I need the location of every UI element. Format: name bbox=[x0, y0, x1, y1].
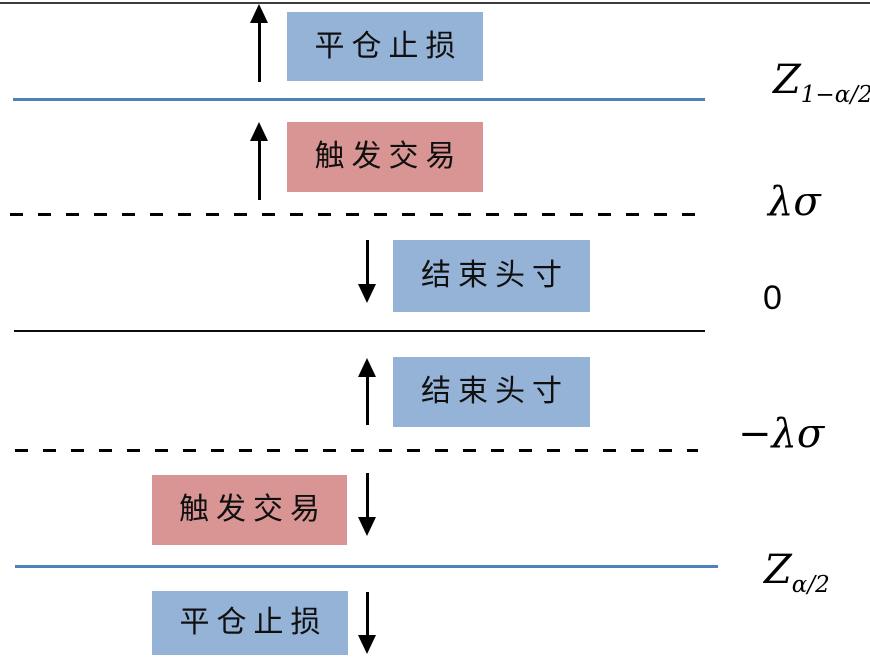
arrow-head bbox=[250, 122, 268, 141]
upper-lambda-sigma-dashed-line bbox=[10, 213, 702, 216]
arrow-head bbox=[358, 284, 376, 303]
lower-lambda-sigma-dashed-line bbox=[15, 449, 698, 452]
z-lower-base: Z bbox=[764, 547, 792, 593]
label-lambda-sigma-lower: −λσ bbox=[738, 411, 825, 457]
up-arrow-icon bbox=[250, 122, 268, 200]
box-bottom-stop-loss: 平仓止损 bbox=[152, 591, 348, 655]
arrow-shaft bbox=[365, 377, 369, 425]
label-lambda-sigma-upper: λσ bbox=[768, 179, 821, 225]
upper-z-threshold-line bbox=[13, 98, 705, 101]
box-top-stop-loss: 平仓止损 bbox=[287, 12, 483, 81]
label-zero: 0 bbox=[763, 279, 782, 317]
box-close-position-lower: 结束头寸 bbox=[393, 357, 590, 427]
label-z-lower: Zα/2 bbox=[764, 550, 830, 597]
down-arrow-icon bbox=[358, 592, 376, 654]
down-arrow-icon bbox=[358, 240, 376, 303]
top-rule-divider bbox=[0, 2, 870, 4]
box-label: 平仓止损 bbox=[314, 28, 463, 64]
arrow-shaft bbox=[365, 240, 369, 284]
label-z-upper: Z1−α/2 bbox=[773, 60, 870, 107]
down-arrow-icon bbox=[358, 473, 376, 536]
up-arrow-icon bbox=[358, 358, 376, 425]
arrow-head bbox=[250, 4, 268, 23]
z-upper-subscript: 1−α/2 bbox=[800, 82, 870, 108]
lower-z-threshold-line bbox=[15, 565, 718, 568]
box-top-trigger-trade: 触发交易 bbox=[287, 122, 483, 192]
up-arrow-icon bbox=[250, 4, 268, 82]
box-label: 触发交易 bbox=[314, 139, 463, 174]
box-label: 结束头寸 bbox=[421, 258, 569, 293]
box-close-position-upper: 结束头寸 bbox=[393, 240, 590, 312]
z-lower-subscript: α/2 bbox=[791, 572, 830, 598]
box-bottom-trigger-trade: 触发交易 bbox=[152, 475, 347, 545]
box-label: 结束头寸 bbox=[421, 374, 569, 409]
z-upper-base: Z bbox=[773, 57, 801, 103]
arrow-head bbox=[358, 358, 376, 377]
zero-mean-line bbox=[14, 330, 705, 332]
arrow-shaft bbox=[257, 141, 261, 200]
arrow-head bbox=[358, 635, 376, 654]
arrow-shaft bbox=[257, 23, 261, 82]
arrow-head bbox=[358, 517, 376, 536]
box-label: 触发交易 bbox=[179, 492, 327, 527]
box-label: 平仓止损 bbox=[179, 605, 328, 640]
arrow-shaft bbox=[365, 473, 369, 517]
arrow-shaft bbox=[365, 592, 369, 635]
